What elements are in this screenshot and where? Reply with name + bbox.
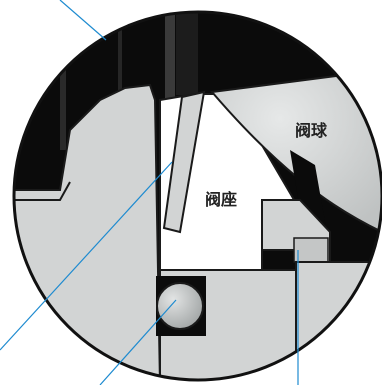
seat-insert-wedge xyxy=(162,90,206,234)
seat-label: 阀座 xyxy=(205,190,237,209)
left-body-part xyxy=(14,83,162,380)
magnifier-outline xyxy=(12,10,382,382)
lower-right-body xyxy=(295,261,382,380)
shadow-strip xyxy=(118,12,122,140)
shadow-strip xyxy=(165,12,175,100)
seat-step-inner xyxy=(293,237,329,263)
o-ring xyxy=(156,282,204,330)
left-body-edge xyxy=(14,181,71,201)
leader-line xyxy=(59,0,107,41)
leader-line xyxy=(0,161,173,351)
shadow-strip xyxy=(60,12,66,150)
stem-channel xyxy=(176,12,198,95)
leader-lines xyxy=(0,0,299,385)
ball-label: 阀球 xyxy=(295,121,328,140)
leader-line xyxy=(99,299,177,385)
